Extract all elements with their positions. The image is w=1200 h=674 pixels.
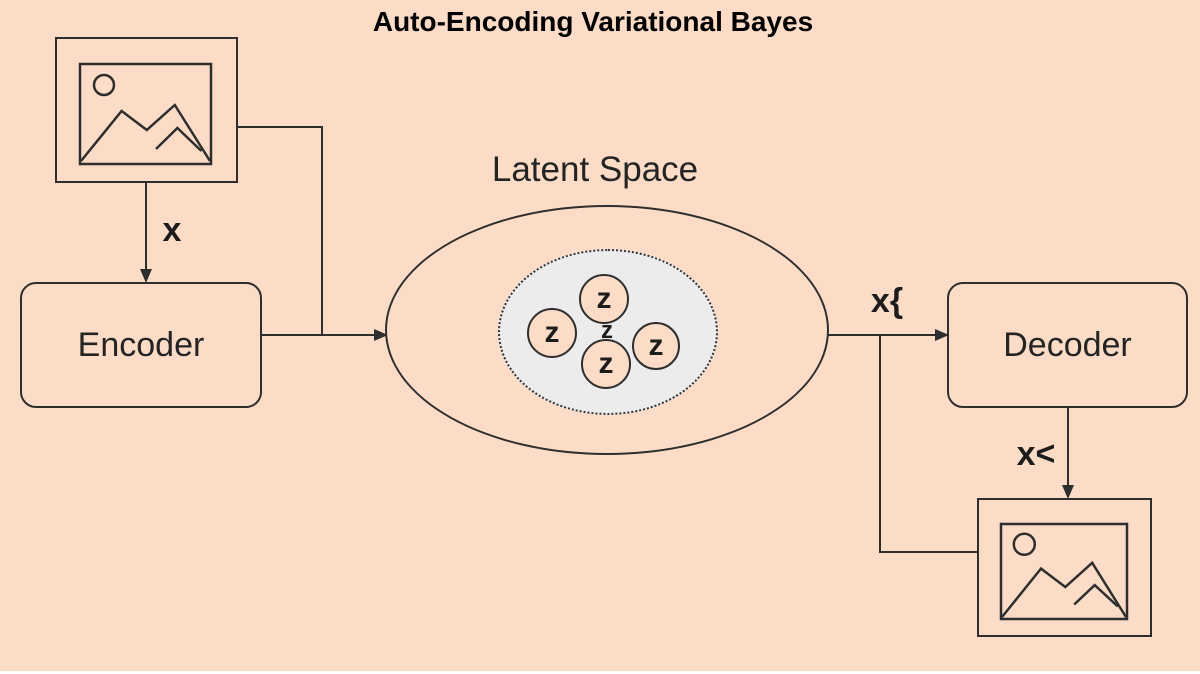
edge-label-x: x: [162, 211, 182, 249]
decoder-label: Decoder: [1003, 325, 1132, 364]
small-peak-icon: [1073, 583, 1119, 608]
arrow-encoder-to-latent: [262, 329, 388, 341]
z-label: z: [596, 282, 612, 315]
latent-space-label: Latent Space: [491, 150, 699, 189]
edge-label-x-reconstructed: x<: [1016, 435, 1056, 473]
image-placeholder-icon: [78, 62, 213, 166]
z-label: z: [544, 316, 560, 349]
arrow-latent-to-decoder: [827, 329, 949, 341]
edge-label-x-brace: x{: [870, 282, 904, 320]
encoder-node: Encoder: [20, 282, 262, 408]
mountains-icon: [1001, 560, 1128, 618]
z-label: z: [648, 329, 664, 362]
encoder-label: Encoder: [77, 325, 205, 364]
decoder-node: Decoder: [947, 282, 1188, 408]
input-image-frame: [55, 37, 238, 183]
z-label: z: [598, 347, 614, 380]
mountains-icon: [80, 103, 212, 162]
image-placeholder-icon: [999, 522, 1129, 621]
z-node-bottom: z: [581, 339, 631, 389]
z-node-top: z: [579, 274, 629, 324]
z-center-label: z: [601, 317, 613, 344]
diagram-title: Auto-Encoding Variational Bayes: [372, 6, 814, 37]
bottom-white-strip: [0, 671, 1200, 674]
output-image-frame: [977, 498, 1152, 637]
z-node-left: z: [527, 308, 577, 358]
sun-icon: [1012, 532, 1037, 557]
small-peak-icon: [155, 126, 203, 152]
sun-icon: [92, 73, 116, 97]
z-node-right: z: [632, 322, 680, 370]
